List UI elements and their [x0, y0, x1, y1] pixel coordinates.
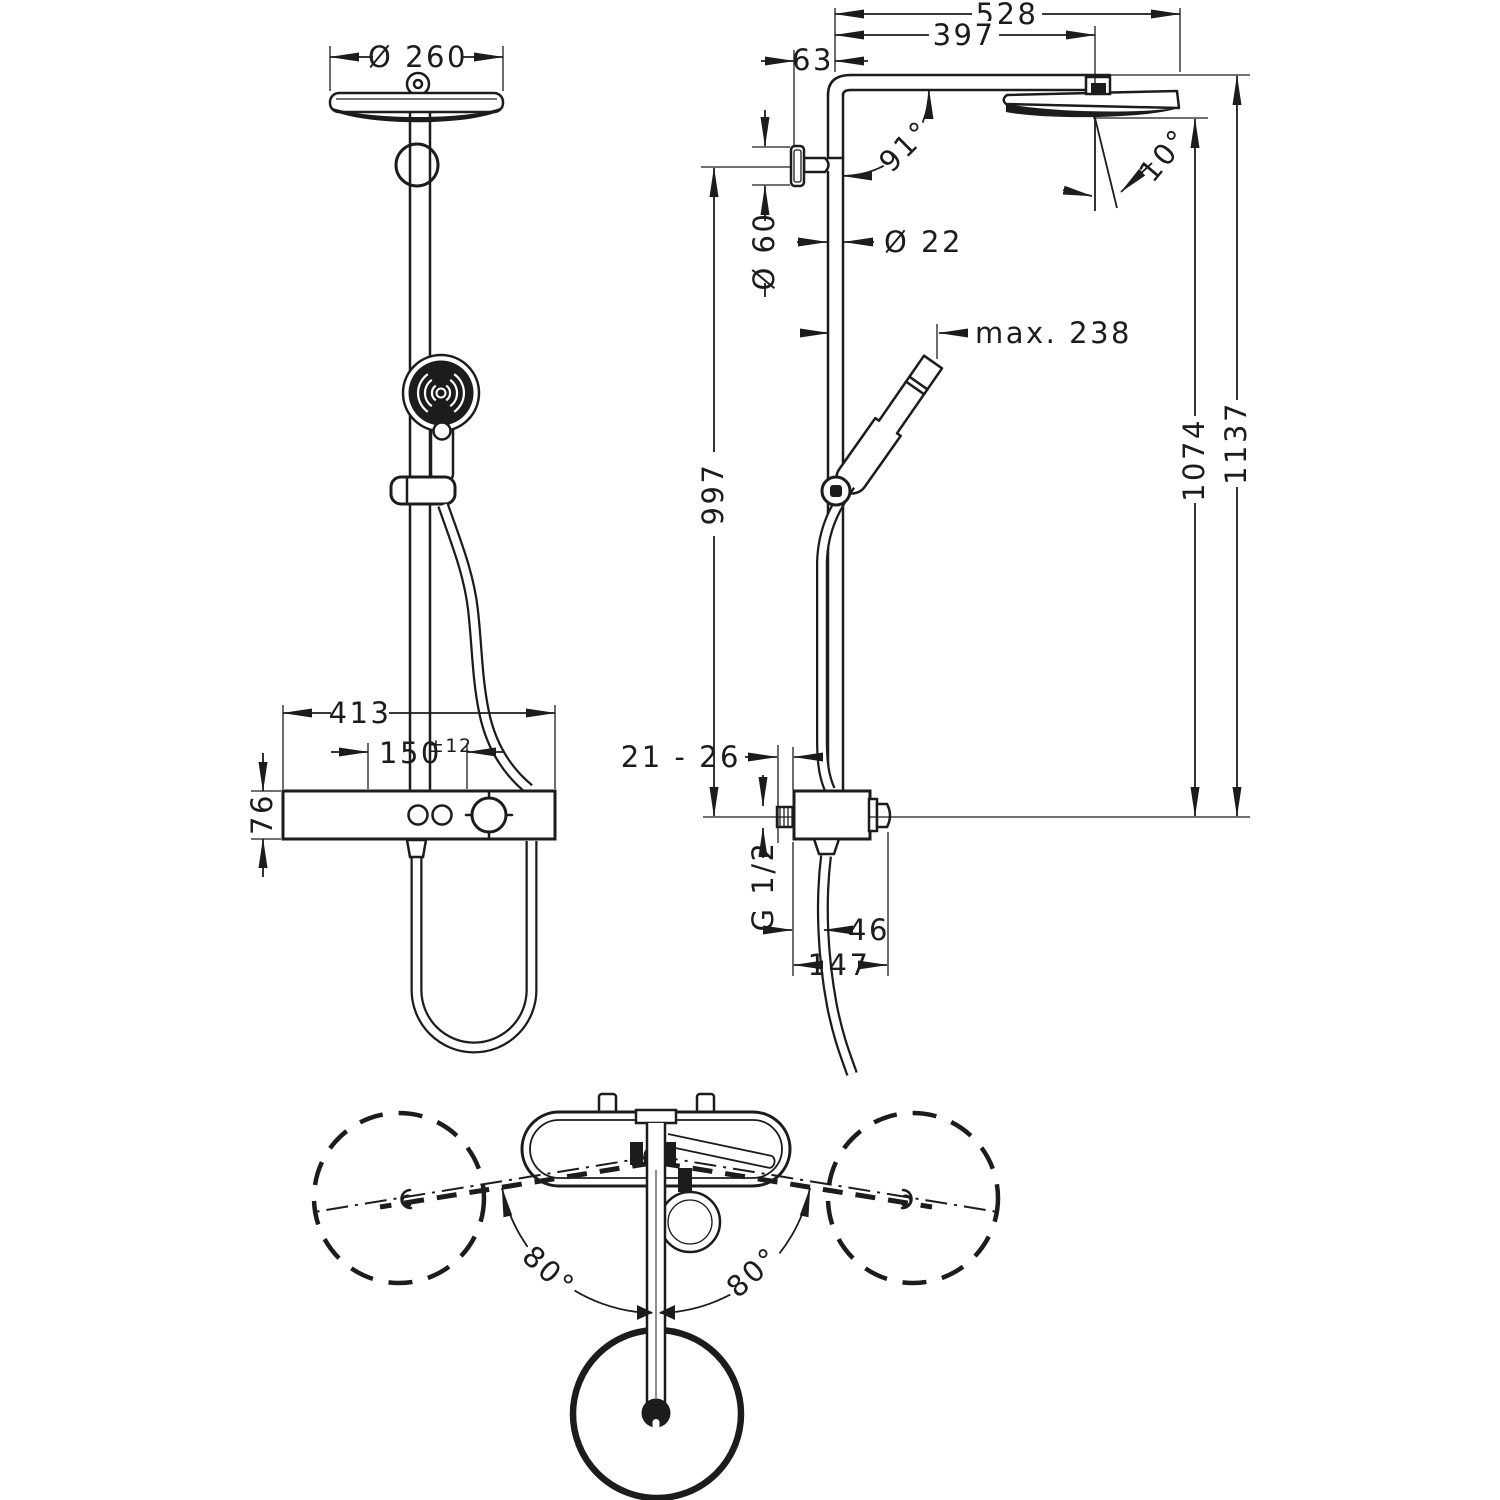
side-holder-pivot: [820, 475, 852, 507]
dim-pipe-height: 997: [696, 463, 730, 526]
dim-wall-clearance: 21 - 26: [621, 740, 741, 774]
side-wall-flange: [789, 144, 830, 188]
dim-connection-tolerance: ±12: [428, 735, 473, 757]
hand-shower-select-button: [432, 421, 452, 441]
front-slider-holder: [389, 475, 457, 506]
swivel-arm-left: [379, 1160, 653, 1210]
front-pipe: [408, 110, 432, 793]
top-view-knob: [658, 1190, 722, 1254]
valve-button-2: [431, 804, 453, 826]
hook-section-left: [400, 1188, 413, 1210]
front-head-hook: [405, 71, 431, 97]
valve-knob-side: [875, 802, 892, 829]
valve-button-1: [407, 804, 429, 826]
dim-swivel-left-group: 80°: [516, 1239, 583, 1304]
dim-arm-angle: 91°: [872, 113, 938, 179]
side-view-shower-system: [703, 73, 1250, 1076]
hook-section-right: [900, 1188, 913, 1210]
dim-head-center-reach: 397: [933, 18, 996, 52]
dim-valve-height: 76: [245, 793, 279, 835]
dim-wall-to-pipe: 63: [792, 43, 834, 77]
swivel-centerline-left: [313, 1155, 657, 1213]
swivel-position-right: [825, 1110, 1001, 1286]
top-view-arm-folded: [665, 1133, 776, 1169]
dim-head-tilt: 10°: [1132, 122, 1196, 189]
side-overhead-shower-plate: [1002, 75, 1181, 118]
dim-head-diameter: Ø 260: [368, 40, 468, 74]
swivel-position-left: [311, 1110, 487, 1286]
front-view-shower-system: [281, 71, 557, 1054]
side-shower-hose-upper: [816, 481, 856, 793]
dim-pipe-diameter: Ø 22: [884, 225, 963, 259]
dim-escutcheon-diameter: Ø 60: [747, 212, 781, 291]
valve-temperature-knob: [470, 796, 508, 834]
dim-valve-width: 413: [329, 696, 392, 730]
front-wall-bracket: [394, 142, 440, 188]
top-view-mount: [634, 1108, 678, 1125]
dim-hose-to-wall: 46: [848, 913, 890, 947]
side-shower-hose-lower: [816, 855, 858, 1076]
dim-connection-spacing: 150: [379, 736, 442, 770]
front-view-dimensions: Ø 260 413 150 ±12 76: [245, 40, 556, 877]
dim-valve-depth: 147: [808, 948, 871, 982]
front-overhead-shower: [328, 91, 505, 123]
dim-overall-height: 1137: [1219, 401, 1253, 485]
dim-head-underside-height: 1074: [1177, 418, 1211, 502]
swivel-arm-right: [659, 1160, 933, 1210]
dim-connection-thread: G 1/2: [746, 841, 780, 932]
side-view-dimensions: 528 397 63 91° 10° Ø 60 Ø 22: [621, 0, 1253, 982]
front-hand-shower: [401, 353, 481, 484]
valve-outlet: [812, 837, 841, 856]
side-thermostat-valve: [775, 789, 892, 856]
top-view-swivel-diagram: [311, 1092, 1001, 1500]
front-hose-loop: [405, 838, 538, 1054]
front-shower-hose-upper: [437, 503, 533, 794]
dim-arm-angle-group: 91°: [872, 113, 938, 179]
dim-handshower-reach: max. 238: [975, 316, 1132, 350]
front-thermostat-valve: [281, 789, 557, 841]
side-hand-shower: [835, 354, 944, 495]
swivel-centerline-right: [655, 1155, 999, 1213]
dim-swivel-left: 80°: [516, 1239, 583, 1304]
